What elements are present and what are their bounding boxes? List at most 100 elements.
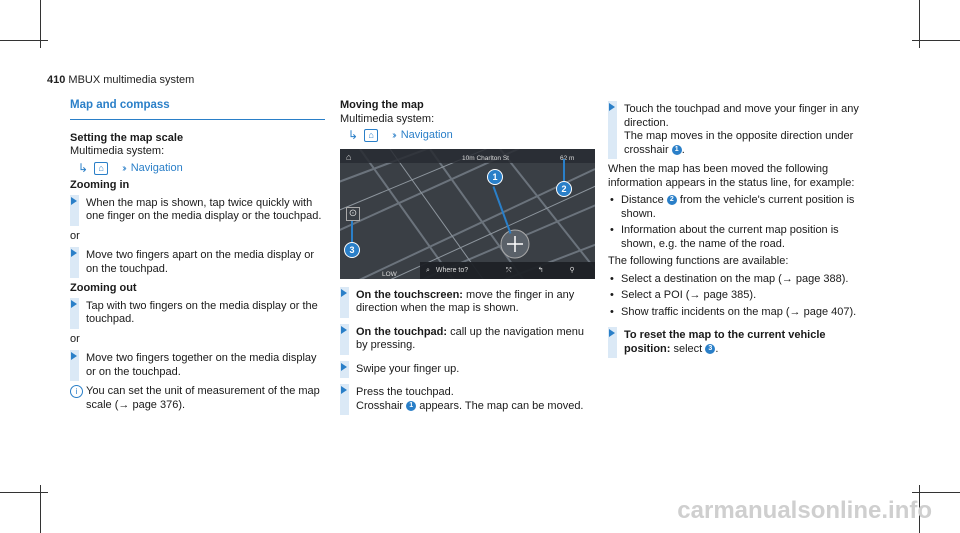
step-text-post: appears. The map can be moved. (419, 399, 584, 412)
crop-mark (919, 485, 920, 533)
list-item: Information about the current map positi… (608, 224, 868, 251)
step-text: Swipe your finger up. (356, 362, 460, 375)
step-text: Move two fingers apart on the media disp… (86, 249, 315, 275)
intro-text: When the map has been moved the followin… (608, 163, 855, 189)
step-bar (70, 297, 79, 329)
route-icon[interactable]: ⤲ (506, 266, 512, 274)
list-item: Show traffic incidents on the map (→ pag… (608, 306, 868, 320)
map-status-bar (340, 148, 595, 163)
crosshair-reset-icon[interactable]: ⊙ (346, 206, 360, 221)
double-chevron-icon: ›› (392, 130, 396, 141)
list-item: Distance 2 from the vehicle's current po… (608, 194, 868, 221)
list-item-post: from the vehicle's current position is s… (621, 194, 855, 220)
callout-ref: 1 (671, 144, 682, 155)
step-arrow-icon (341, 386, 347, 394)
map-screenshot: ⌂ 10m Charlton St 62 m ⊙ LOW ⌕ Where to?… (340, 148, 595, 279)
column-3: Touch the touchpad and move your finger … (608, 99, 868, 362)
page-header: 410 MBUX multimedia system (47, 74, 194, 86)
column-1: Map and compass Setting the map scale Mu… (70, 99, 325, 412)
search-icon[interactable]: ⌕ (426, 266, 430, 274)
callout-2: 2 (556, 180, 572, 197)
step-bar (608, 327, 617, 358)
step-bold: On the touchscreen: (356, 288, 463, 301)
step-bar (70, 350, 79, 381)
column-2: Moving the map Multimedia system: ↳ ⌂ ››… (340, 99, 595, 419)
page-header-title: MBUX multimedia system (68, 74, 195, 86)
functions-list: Select a destination on the map (→ page … (608, 273, 868, 320)
crop-mark (912, 40, 960, 41)
callout-ref: 3 (705, 343, 716, 354)
or-text: or (70, 332, 80, 345)
step: To reset the map to the current vehicle … (608, 327, 868, 358)
step-arrow-icon (71, 352, 77, 360)
crop-mark (40, 485, 41, 533)
step-text: Move two fingers together on the media d… (86, 352, 317, 378)
step-text: move the finger in any direction when th… (356, 288, 575, 315)
pin-icon[interactable]: ⚲ (569, 266, 575, 274)
step: On the touchscreen: move the finger in a… (340, 286, 595, 318)
step: Press the touchpad. Crosshair 1 appears.… (340, 384, 595, 415)
nav-path: ↳ ⌂ ›› Navigation (78, 160, 325, 176)
step: Move two fingers together on the media d… (70, 350, 325, 381)
step-bar (340, 384, 349, 415)
callout-ref: 1 (406, 400, 417, 411)
arrow-icon: ↳ (348, 128, 359, 142)
turn-icon[interactable]: ↰ (537, 266, 544, 274)
step-bar (340, 286, 349, 318)
step-text: select (673, 342, 703, 355)
step-bar (340, 323, 349, 355)
status-list: Distance 2 from the vehicle's current po… (608, 194, 868, 251)
home-icon[interactable]: ⌂ (346, 151, 352, 162)
step-text-pre: The map moves in the opposite direction … (624, 130, 854, 156)
step-bold: On the touchpad: (356, 325, 448, 338)
system-label: Multimedia system: (70, 145, 165, 157)
step: Touch the touchpad and move your finger … (608, 101, 868, 159)
list-item-pre: Distance (621, 194, 664, 206)
home-icon: ⌂ (94, 161, 109, 175)
zoom-in-title: Zooming in (70, 179, 130, 191)
crop-mark (912, 492, 960, 493)
step-arrow-icon (609, 329, 615, 337)
map-bottom-bar: ⌕ Where to? ⤲ ↰ ⚲ (420, 261, 595, 279)
list-item: Select a POI (→ page 385). (608, 289, 868, 303)
or-text: or (70, 229, 80, 242)
info-icon: i (70, 385, 83, 398)
page-number: 410 (47, 74, 66, 86)
step-text: When the map is shown, tap twice quickly… (86, 196, 322, 223)
step-bar (70, 194, 79, 226)
watermark: carmanualsonline.info (677, 497, 932, 524)
list-item-text: Information about the current map positi… (621, 224, 839, 250)
step-text-2: The map moves in the opposite direction … (624, 130, 854, 156)
step-text: Press the touchpad. (356, 386, 454, 398)
step-arrow-icon (609, 103, 615, 111)
step-bar (608, 101, 617, 159)
step-arrow-icon (71, 196, 77, 205)
street-label: 10m Charlton St (462, 154, 509, 162)
step: Tap with two fingers on the media displa… (70, 297, 325, 329)
section-title: Map and compass (70, 99, 325, 120)
step: When the map is shown, tap twice quickly… (70, 194, 325, 226)
crop-mark (0, 40, 48, 41)
note-text: You can set the unit of measurement of t… (86, 385, 320, 411)
crop-mark (40, 0, 41, 48)
step-text-pre: Crosshair (356, 399, 404, 412)
moving-map-title: Moving the map (340, 99, 424, 111)
step-text: Touch the touchpad and move your finger … (624, 103, 859, 129)
crop-mark (919, 0, 920, 48)
arrow-icon: ↳ (78, 160, 89, 175)
where-to-button[interactable]: Where to? (435, 266, 469, 274)
available-text: The following functions are available: (608, 255, 789, 267)
callout-1: 1 (487, 168, 503, 185)
subsection-title: Setting the map scale (70, 131, 184, 144)
callout-line (351, 220, 353, 243)
callout-3: 3 (344, 241, 360, 258)
callout-line (563, 158, 565, 181)
step-text: Tap with two fingers on the media displa… (86, 299, 318, 326)
step-arrow-icon (71, 249, 77, 257)
system-label: Multimedia system: (340, 112, 435, 125)
note: i You can set the unit of measurement of… (70, 385, 325, 412)
crop-mark (0, 492, 48, 493)
step: On the touchpad: call up the navigation … (340, 323, 595, 355)
step-bold: To reset the map to the current vehicle … (624, 329, 826, 355)
step-bar (70, 247, 79, 278)
